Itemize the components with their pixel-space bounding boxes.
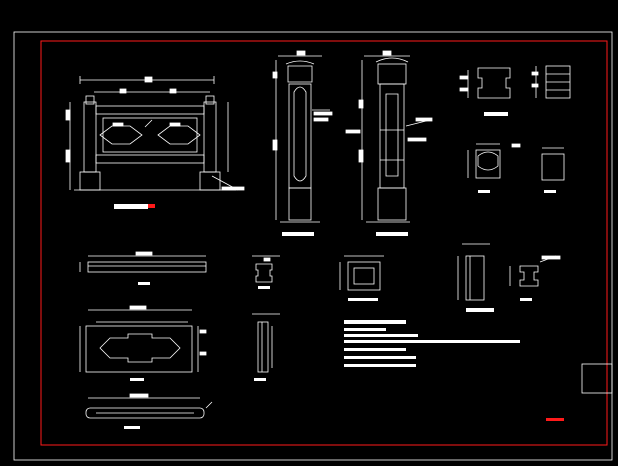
inner-frame xyxy=(40,40,608,446)
post-side-view xyxy=(345,50,433,223)
note-line xyxy=(344,364,416,367)
panel-section-label xyxy=(254,378,266,381)
panel-elevation-view xyxy=(79,305,207,373)
baluster-section-label xyxy=(520,298,532,301)
post-section-views xyxy=(467,143,565,181)
baluster-plan-title xyxy=(466,308,494,312)
notes-block xyxy=(344,320,520,367)
revision-marker xyxy=(546,418,564,421)
handrail-elevation-view xyxy=(79,251,207,273)
note-line xyxy=(344,340,520,343)
note-line xyxy=(344,320,406,324)
post-side-title xyxy=(376,232,408,236)
section-2-label xyxy=(544,190,556,193)
handrail-section-b-view xyxy=(339,255,384,291)
handrail-section-a-label xyxy=(258,286,270,289)
handrail-section-a-view xyxy=(252,255,280,283)
note-line xyxy=(344,334,418,337)
handrail-section-b-title xyxy=(348,298,378,301)
railing-elevation-title xyxy=(114,204,148,209)
panel-elevation-title xyxy=(130,378,144,381)
section-1-label xyxy=(478,190,490,193)
post-front-title xyxy=(282,232,314,236)
baluster-plan-view xyxy=(457,243,561,301)
outer-frame xyxy=(13,31,613,461)
post-front-view xyxy=(272,50,333,223)
railing-elevation-view xyxy=(65,76,245,191)
post-top-section-view xyxy=(459,65,571,99)
bottom-rail-title xyxy=(124,426,140,429)
bottom-rail-view xyxy=(85,393,213,419)
note-line xyxy=(344,356,416,359)
post-top-section-title xyxy=(484,112,508,116)
note-line xyxy=(344,328,386,331)
title-block-box xyxy=(581,363,613,394)
handrail-elevation-title xyxy=(138,282,150,285)
railing-red-marker xyxy=(148,204,155,208)
panel-section-view xyxy=(252,313,280,373)
note-line xyxy=(344,348,406,351)
